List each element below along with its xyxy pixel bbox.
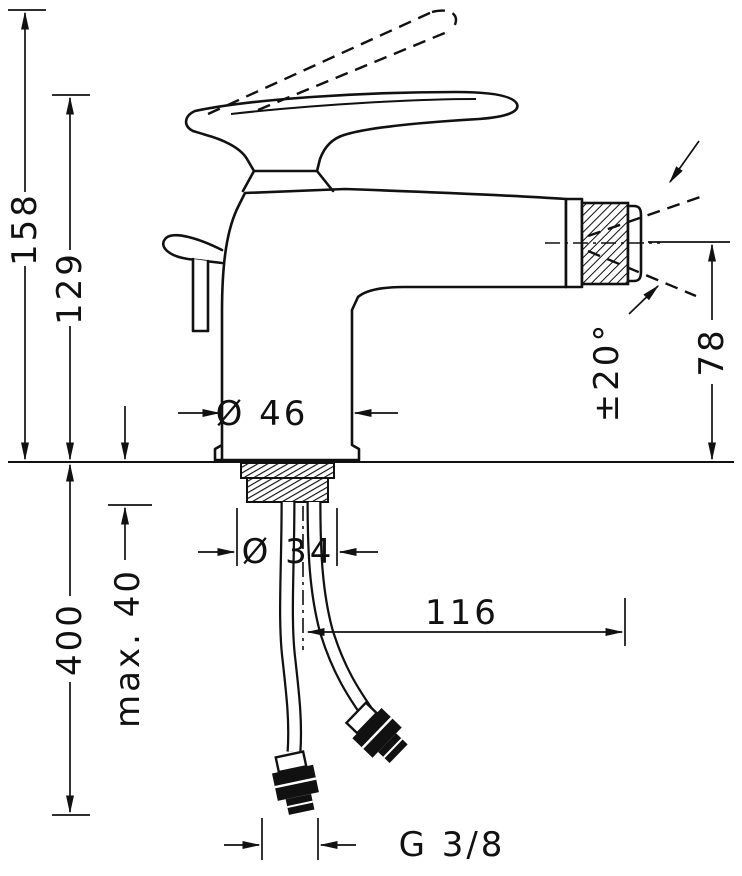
dimension-labels: 158 129 400 max. 40 Ø 46 Ø 34 116 ±20° 7… xyxy=(5,192,732,865)
aerator xyxy=(545,195,701,298)
handle-crease xyxy=(230,98,477,115)
max-mounting-thickness-label: max. 40 xyxy=(108,568,148,728)
hose-connector-upper xyxy=(340,696,415,771)
mounting-shank xyxy=(240,462,335,503)
faucet-body xyxy=(213,187,568,462)
dimension-lines xyxy=(8,9,730,860)
shank-diameter-label: Ø 34 xyxy=(242,532,335,572)
faucet-handle xyxy=(184,90,519,193)
swivel-angle-label: ±20° xyxy=(587,322,627,423)
swivel-arrow-up xyxy=(669,140,700,184)
spout-reach-label: 116 xyxy=(425,593,499,633)
spout-height-label: 78 xyxy=(692,327,732,376)
handle-raised-dashed xyxy=(207,9,458,116)
swivel-arrow-down xyxy=(628,284,660,315)
hose-length-label: 400 xyxy=(50,602,90,676)
body-height-label: 129 xyxy=(50,251,90,325)
total-height-label: 158 xyxy=(5,192,45,266)
connection-thread-label: G 3/8 xyxy=(399,825,506,865)
pop-up-rod xyxy=(161,233,224,333)
supply-hoses xyxy=(267,501,415,818)
base-diameter-label: Ø 46 xyxy=(216,394,309,434)
hose-connector-lower xyxy=(267,748,324,818)
